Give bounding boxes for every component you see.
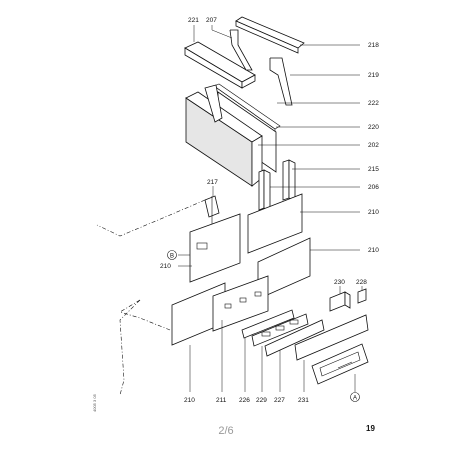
hinge-217 [204,195,220,225]
page-indicator: 2/6 [218,425,234,437]
assembly-outline-dashed [96,199,206,396]
page-number: 19 [366,424,375,433]
side-document-code: 4005 3 05 [92,393,97,412]
callout-206: 206 [368,184,379,191]
insulation-block-202 [185,84,263,187]
callout-229: 229 [256,397,267,404]
callout-210-lower: 210 [184,397,195,404]
callout-228: 228 [356,279,367,286]
leader-lines [178,25,363,392]
seal-strip-221 [184,41,256,89]
callout-231: 231 [298,397,309,404]
marker-b-label: B [170,253,174,259]
callout-211: 211 [216,397,227,404]
callout-215: 215 [368,166,379,173]
callout-210-middle: 210 [368,247,379,254]
callout-226: 226 [239,397,250,404]
glass-panel-210-left [189,213,241,283]
cover-231 [294,314,369,361]
bracket-219 [269,57,293,106]
bracket-207 [229,29,253,71]
callout-218: 218 [368,42,379,49]
callout-221: 221 [188,17,199,24]
callout-210-left: 210 [160,263,171,270]
callout-202: 202 [368,142,379,149]
side-rail-206 [258,169,271,212]
seal-strip-218 [235,16,305,54]
callout-217: 217 [207,179,218,186]
callout-222: 222 [368,100,379,107]
part-230 [329,291,351,312]
callout-230: 230 [334,279,345,286]
marker-b: B [167,250,177,260]
marker-a-label: A [353,395,357,401]
callout-227: 227 [274,397,285,404]
trim-229 [251,313,309,347]
handle-unit [311,343,369,385]
callout-219: 219 [368,72,379,79]
side-rail-215 [282,159,296,202]
callout-220: 220 [368,124,379,131]
part-228 [357,288,367,304]
trim-226 [241,309,295,339]
callout-210-upper: 210 [368,209,379,216]
callout-labels: 221 207 218 219 222 220 202 215 206 217 … [160,17,379,404]
marker-a: A [350,392,360,402]
trim-227 [264,319,325,357]
control-panel-211 [212,275,269,332]
glass-panel-210-upper-right [247,193,303,254]
callout-207: 207 [206,17,217,24]
